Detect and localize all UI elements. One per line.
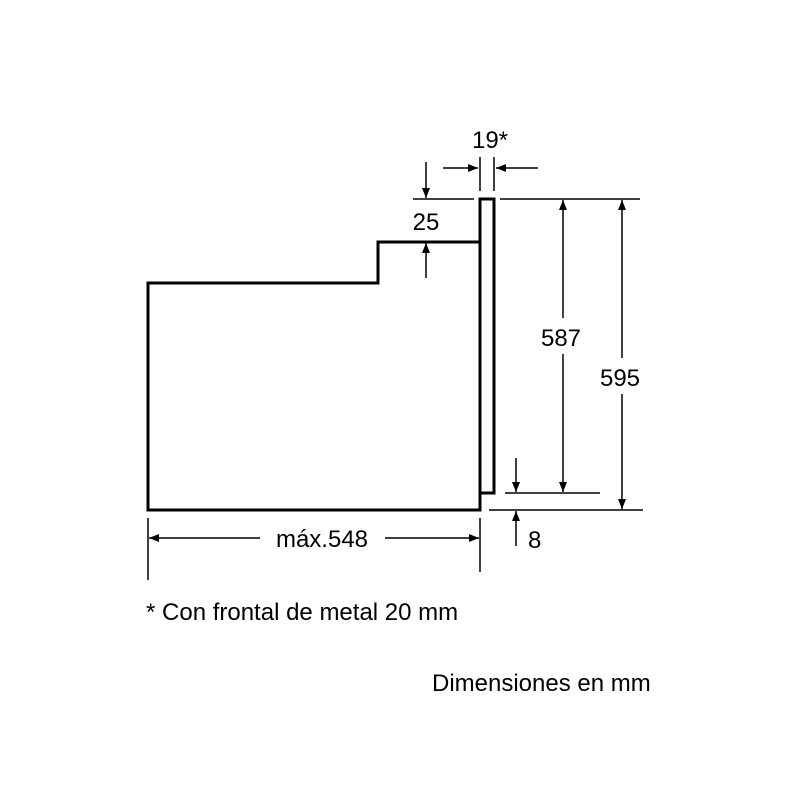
label-548: máx.548 bbox=[276, 526, 368, 553]
label-8: 8 bbox=[528, 527, 541, 554]
dimension-arrows bbox=[149, 162, 626, 546]
label-19: 19* bbox=[472, 127, 508, 154]
label-587: 587 bbox=[541, 325, 581, 352]
label-595: 595 bbox=[600, 365, 640, 392]
label-25: 25 bbox=[413, 209, 440, 236]
units-note: Dimensiones en mm bbox=[432, 670, 651, 697]
footnote: * Con frontal de metal 20 mm bbox=[146, 599, 458, 626]
oven-front-panel bbox=[478, 197, 496, 495]
extension-lines bbox=[147, 157, 643, 580]
oven-body-outline bbox=[146, 240, 482, 512]
